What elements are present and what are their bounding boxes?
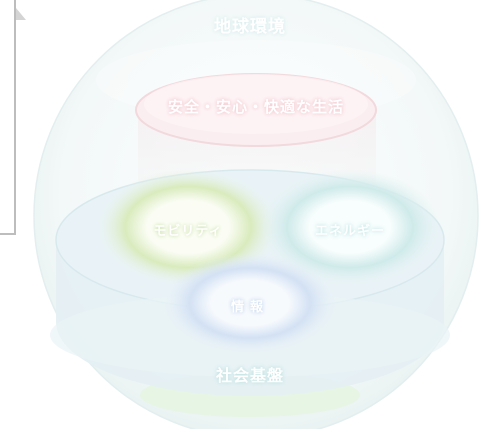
outer-label: 地球環境 [214, 17, 286, 37]
mobility-label: モビリティ [153, 224, 223, 239]
energy-ring [260, 169, 440, 285]
life-label: 安全・安心・快適な生活 [167, 98, 344, 116]
information-label: 情報 [230, 300, 269, 315]
information-ring [164, 253, 336, 353]
energy-label: エネルギー [314, 224, 385, 239]
base-label: 社会基盤 [215, 366, 284, 385]
